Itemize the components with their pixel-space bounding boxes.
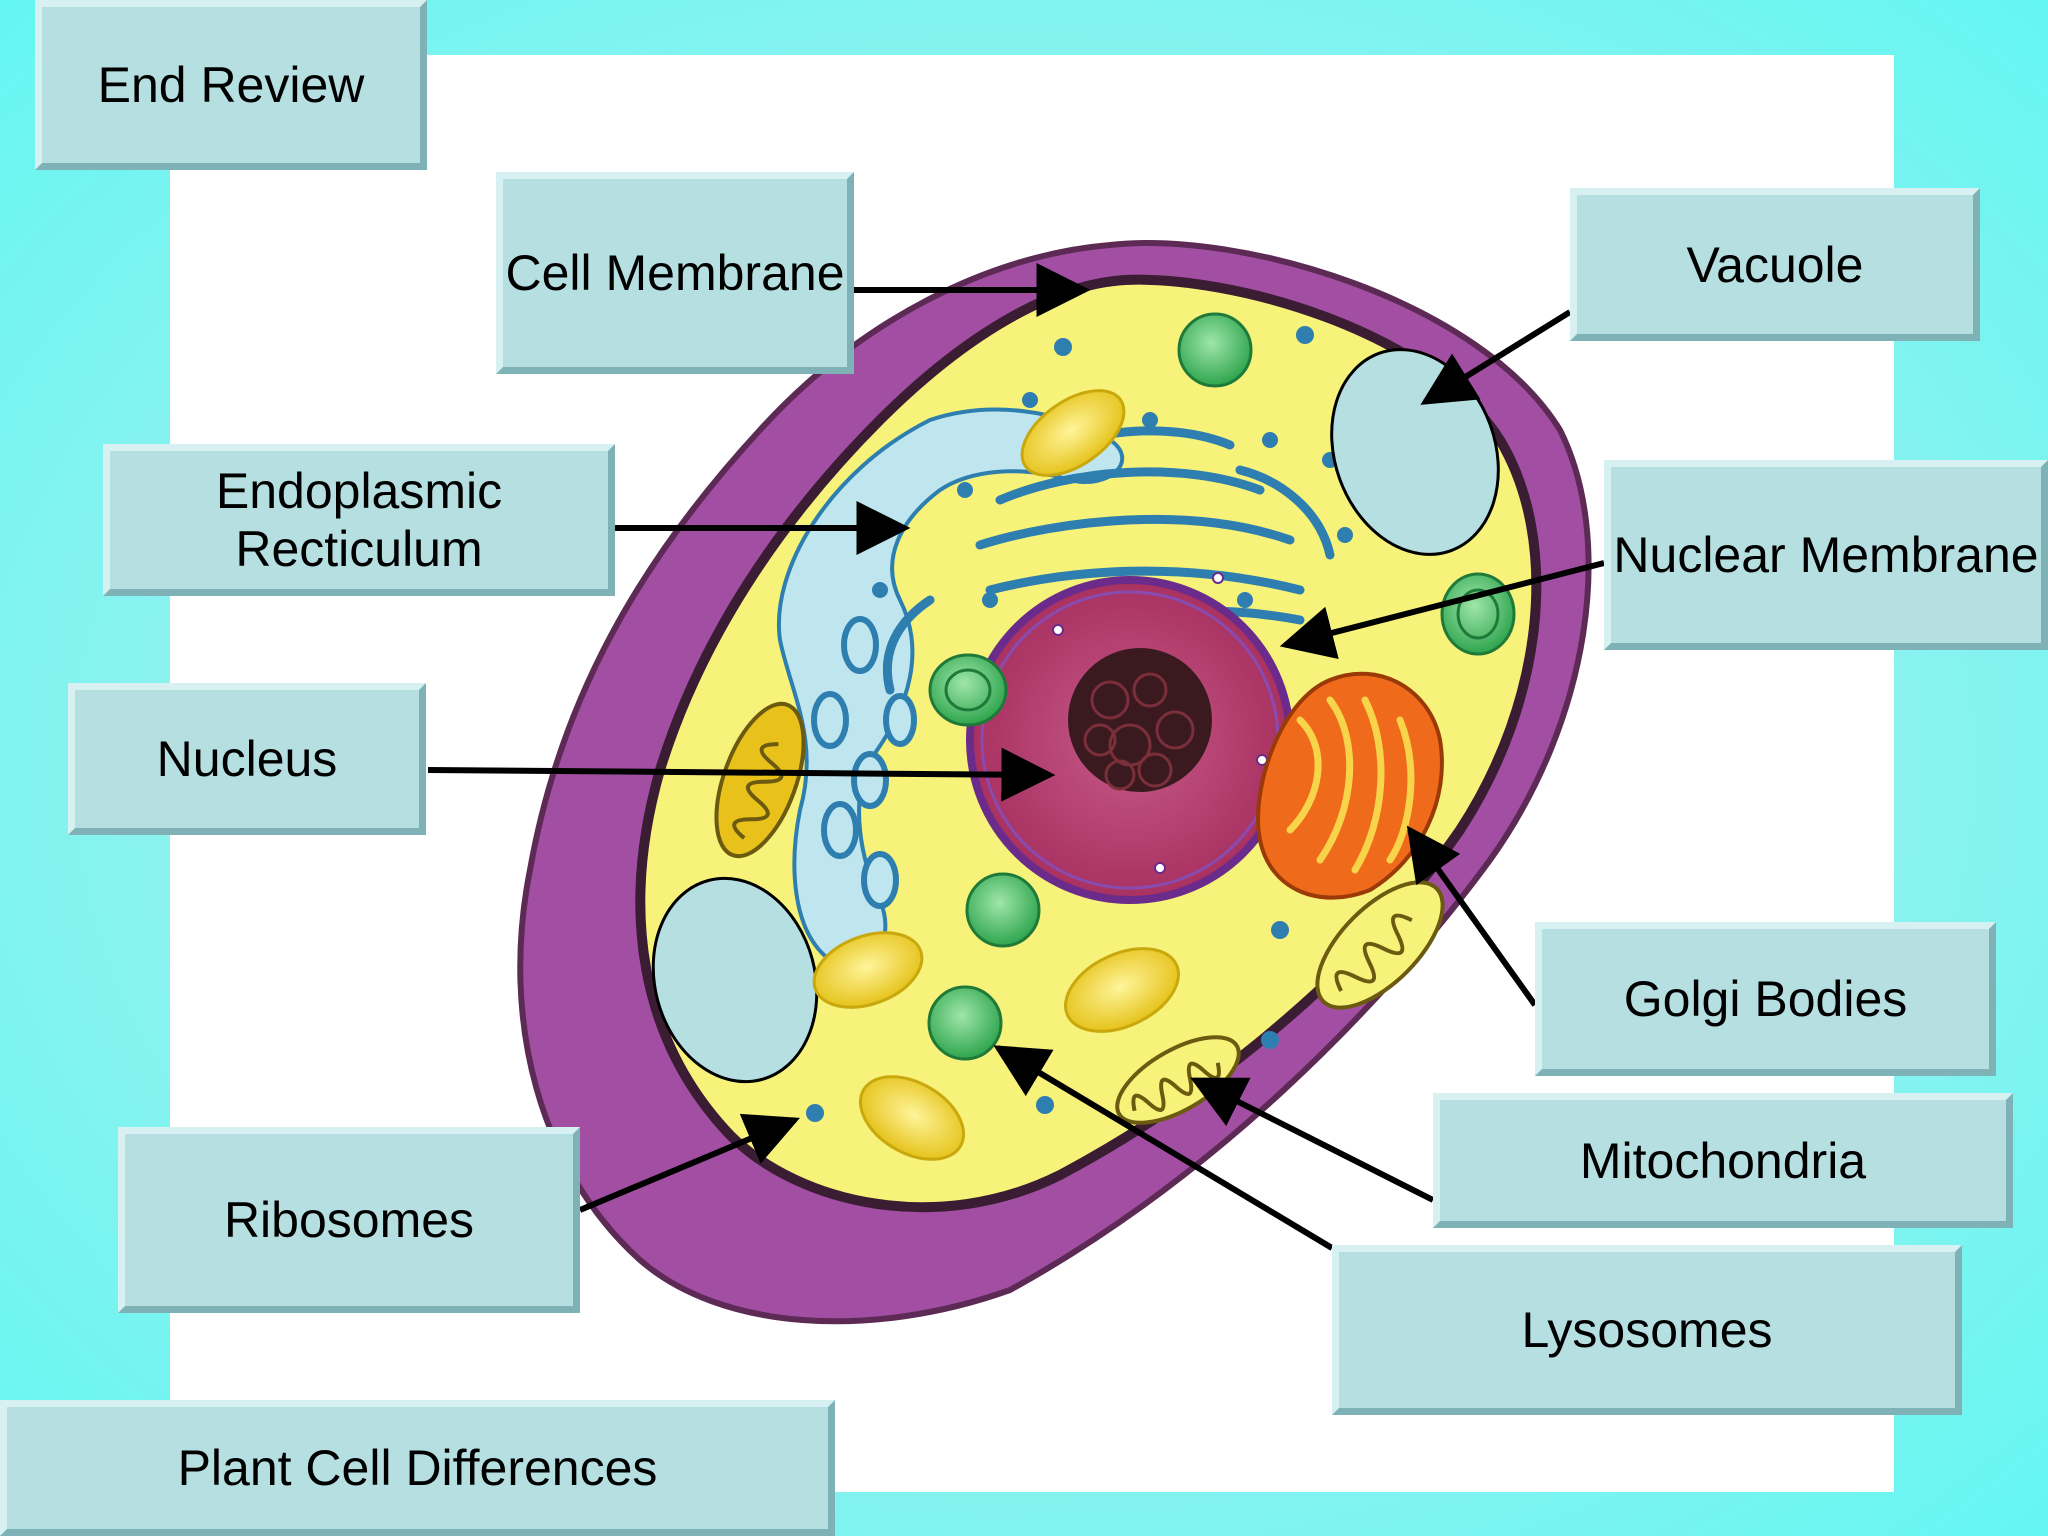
label-mitochondria[interactable]: Mitochondria [1433, 1093, 2013, 1228]
end-review-button[interactable]: End Review [35, 0, 427, 170]
label-ribosomes[interactable]: Ribosomes [118, 1127, 580, 1313]
end-review-label: End Review [97, 57, 365, 113]
ribosomes-text: Ribosomes [223, 1192, 475, 1248]
label-arrows [427, 263, 1605, 1251]
golgi-bodies-text: Golgi Bodies [1623, 971, 1908, 1027]
nuclear-membrane-text: Nuclear Membrane [1613, 527, 2039, 583]
arrow-nucleus [427, 747, 1056, 802]
cell-membrane-text: Cell Membrane [505, 245, 845, 301]
arrow-nuclear-membrane [1279, 560, 1605, 660]
lysosomes-text: Lysosomes [1521, 1302, 1773, 1358]
plant-cell-differences-label: Plant Cell Differences [177, 1440, 658, 1496]
ribosome-dots [806, 326, 1353, 1122]
mitochondria [714, 701, 1445, 1125]
arrow-golgi-bodies [1406, 825, 1538, 1007]
label-endoplasmic-reticulum[interactable]: Endoplasmic Recticulum [103, 444, 615, 596]
arrow-mitochondria [1190, 1077, 1435, 1203]
label-golgi-bodies[interactable]: Golgi Bodies [1535, 922, 1996, 1076]
label-cell-membrane[interactable]: Cell Membrane [496, 172, 854, 374]
mitochondria-text: Mitochondria [1579, 1132, 1867, 1189]
endoplasmic-reticulum-text-line1: Endoplasmic [215, 463, 503, 519]
endoplasmic-reticulum-text-line2: Recticulum [235, 521, 483, 577]
label-lysosomes[interactable]: Lysosomes [1332, 1245, 1962, 1415]
golgi-bodies [1256, 671, 1444, 900]
vacuole-bottom [651, 876, 819, 1084]
arrow-vacuole [1420, 309, 1572, 405]
label-nucleus[interactable]: Nucleus [68, 683, 426, 835]
vacuole-text: Vacuole [1686, 236, 1864, 293]
label-nuclear-membrane[interactable]: Nuclear Membrane [1604, 460, 2048, 650]
lysosomes [927, 312, 1516, 1061]
arrow-ribosomes [578, 1113, 800, 1213]
label-vacuole[interactable]: Vacuole [1570, 188, 1980, 341]
plant-cell-differences-button[interactable]: Plant Cell Differences [0, 1400, 835, 1536]
nucleus [966, 572, 1294, 904]
yellow-organelles [812, 389, 1180, 1161]
arrow-lysosomes [993, 1045, 1334, 1251]
nucleus-text: Nucleus [156, 731, 338, 787]
